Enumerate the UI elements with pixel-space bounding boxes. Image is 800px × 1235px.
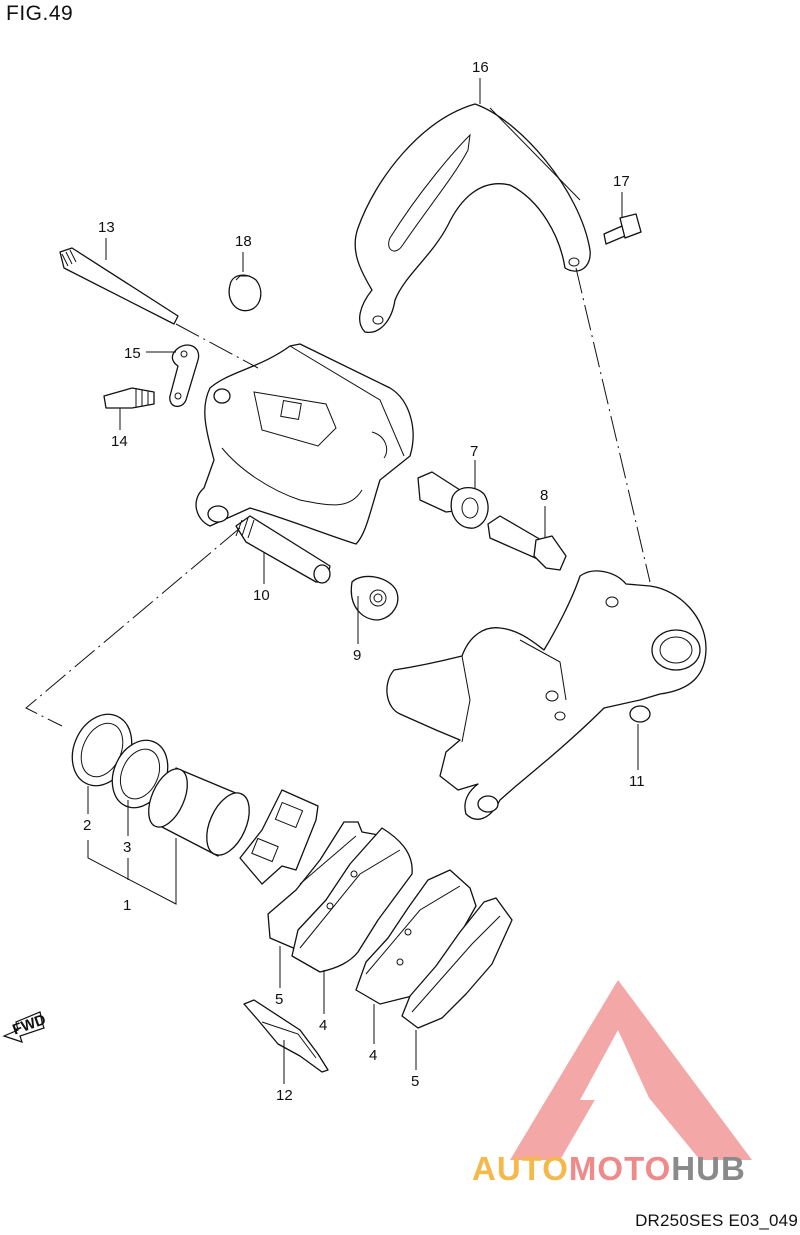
boot-part[interactable] [350, 575, 399, 621]
bolt-part[interactable] [603, 213, 642, 245]
fwd-label: FWD [10, 1011, 48, 1039]
document-code: DR250SES E03_049 [635, 1211, 798, 1230]
watermark-text-auto: AUTO [472, 1150, 569, 1187]
callout-3: 3 [123, 839, 131, 856]
callout-1: 1 [123, 897, 131, 914]
callout-11: 11 [629, 773, 645, 790]
bushing-part[interactable] [417, 471, 489, 529]
callout-4b: 4 [369, 1047, 377, 1064]
callout-5b: 5 [411, 1073, 419, 1090]
callout-14: 14 [111, 433, 128, 450]
callout-5a: 5 [275, 991, 283, 1008]
callout-9: 9 [353, 647, 361, 664]
watermark-text-hub: HUB [671, 1150, 746, 1187]
shim-part[interactable] [239, 789, 319, 885]
caliper-holder-part[interactable] [386, 570, 707, 820]
alignment-lines [25, 267, 651, 727]
pin-part[interactable] [59, 247, 179, 325]
callout-10: 10 [253, 587, 270, 604]
callout-17: 17 [613, 173, 630, 190]
pad-shim-part-b[interactable] [401, 897, 513, 1029]
caliper-bracket-part[interactable] [354, 103, 591, 333]
slide-pin-part[interactable] [235, 515, 331, 584]
callout-18: 18 [235, 233, 252, 250]
callout-7: 7 [470, 443, 478, 460]
brake-pad-part[interactable] [291, 827, 413, 973]
callout-4a: 4 [319, 1017, 327, 1034]
clip-part[interactable] [169, 344, 200, 407]
triangle-logo-icon [510, 980, 752, 1160]
bleeder-valve-part[interactable] [103, 387, 155, 409]
cap-part[interactable] [228, 274, 262, 312]
callout-8: 8 [540, 487, 548, 504]
leader-lines [87, 78, 639, 1084]
watermark-text-moto: MOTO [568, 1150, 672, 1187]
callout-2: 2 [83, 817, 91, 834]
figure-title: FIG.49 [6, 2, 74, 25]
callout-15: 15 [124, 345, 141, 362]
slide-bolt-part[interactable] [487, 515, 567, 571]
spring-clip-part[interactable] [243, 999, 329, 1073]
caliper-body-part[interactable] [195, 343, 414, 545]
piston-part[interactable] [141, 763, 258, 861]
callout-16: 16 [472, 59, 489, 76]
fwd-arrow-icon [2, 1011, 45, 1043]
callout-12: 12 [276, 1087, 293, 1104]
watermark-text: AUTOMOTOHUB [472, 1150, 746, 1188]
callout-13: 13 [98, 219, 115, 236]
